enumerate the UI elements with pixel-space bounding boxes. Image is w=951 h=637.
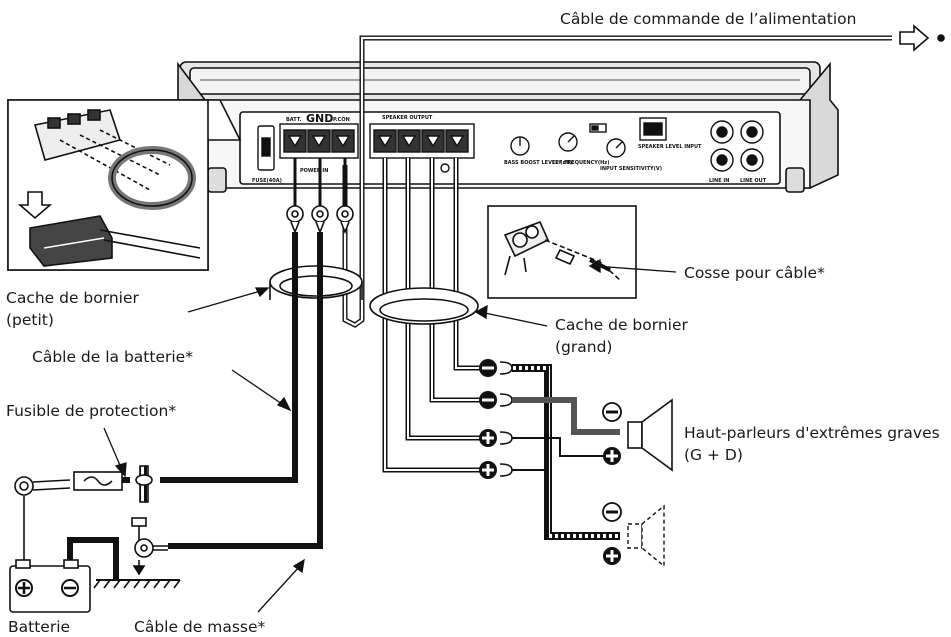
remote-terminal-label: P.CON <box>333 117 350 123</box>
inset-small-cover <box>7 99 242 271</box>
terminal-cover-large <box>369 287 479 325</box>
label-cable-lug: Cosse pour câble* <box>684 264 825 282</box>
power-control-arrow-icon <box>899 24 945 52</box>
battery <box>9 559 91 613</box>
speaker-connectors <box>499 361 513 477</box>
speaker-wires <box>382 158 480 473</box>
terminal-cover-small <box>269 265 363 300</box>
line-out-label: LINE OUT <box>740 178 767 184</box>
ring-terminals <box>286 205 354 235</box>
battery-ring-terminal <box>14 476 71 496</box>
label-subwoofer-1: Haut-parleurs d'extrêmes graves <box>684 424 940 442</box>
gnd-terminal-label: GND <box>306 112 333 125</box>
label-terminal-cover-small-2: (petit) <box>6 311 54 329</box>
leader-lines <box>103 258 677 613</box>
label-terminal-cover-large-2: (grand) <box>555 338 612 356</box>
fuse-slot <box>257 125 275 171</box>
firewall-grommet <box>135 465 153 503</box>
speaker-terminal-block <box>369 123 475 173</box>
label-terminal-cover-small-1: Cache de bornier <box>6 289 140 307</box>
panel-controls <box>510 117 764 172</box>
label-terminal-cover-large-1: Cache de bornier <box>555 316 689 334</box>
line-in-label: LINE IN <box>709 178 729 184</box>
label-subwoofer-2: (G + D) <box>684 446 743 464</box>
batt-terminal-label: BATT. <box>286 117 301 123</box>
polarity-symbols <box>479 359 622 565</box>
chassis-ground <box>93 517 181 589</box>
label-ground-cable: Câble de masse* <box>134 618 266 636</box>
label-battery: Batterie <box>8 618 70 636</box>
bass-boost-label: BASS BOOST LEVEL (dB) <box>504 160 572 166</box>
power-in-label: POWER IN <box>300 168 328 174</box>
speaker-output-label: SPEAKER OUTPUT <box>382 115 433 121</box>
protection-fuse <box>73 471 123 491</box>
ground-cable <box>168 232 323 549</box>
lpf-label: LPF FREQUENCY(Hz) <box>552 160 610 166</box>
fuse-rating-label: FUSE(40A) <box>252 178 282 184</box>
speaker-level-input-label: SPEAKER LEVEL INPUT <box>638 144 702 150</box>
inset-cable-lug <box>487 205 637 299</box>
label-battery-cable: Câble de la batterie* <box>32 348 193 366</box>
label-power-control-cable: Câble de commande de l’alimentation <box>560 10 856 28</box>
subwoofer-speaker <box>627 398 673 472</box>
power-terminal-block <box>279 123 359 159</box>
label-protection-fuse: Fusible de protection* <box>6 402 176 420</box>
input-sensitivity-label: INPUT SENSITIVITY(V) <box>600 166 662 172</box>
subwoofer-speaker-second <box>627 504 665 568</box>
